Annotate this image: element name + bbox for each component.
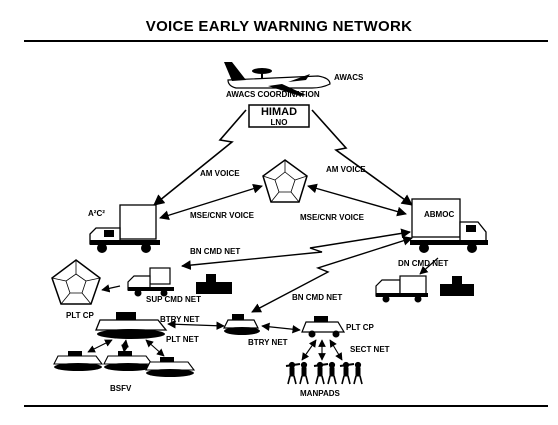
- bsfv-vehicle-icon-1: [53, 351, 104, 371]
- awacs-coordination-label: AWACS COORDINATION: [226, 90, 320, 99]
- plt-net-link-2: [121, 339, 129, 353]
- am-voice-link-left: [153, 109, 247, 206]
- plt-net-label: PLT NET: [166, 335, 199, 344]
- diagram-title: VOICE EARLY WARNING NETWORK: [145, 18, 413, 35]
- soldier-icon-3: [313, 361, 329, 385]
- support-truck-icon: [127, 267, 232, 297]
- sect-net-label: SECT NET: [350, 345, 390, 354]
- manpads-label: MANPADS: [300, 389, 341, 398]
- lno-label: LNO: [271, 118, 288, 127]
- bn-cmd-net-link-mid: [251, 236, 413, 313]
- dn-cmd-net-label: DN CMD NET: [398, 259, 448, 268]
- awacs-label: AWACS: [334, 73, 364, 82]
- plt-net-link-1: [87, 339, 113, 353]
- dn-cmd-net-link: [419, 257, 439, 275]
- plt-net-link-3: [145, 339, 165, 357]
- soldier-icon-group: [285, 361, 363, 385]
- btry-net-right-link: [261, 322, 301, 334]
- btry-net-center-label: BTRY NET: [248, 338, 288, 347]
- mse-cnr-link-left: [159, 183, 263, 221]
- plt-cp-left-label: PLT CP: [66, 311, 95, 320]
- abmoc-truck-icon: [410, 198, 488, 253]
- plt-cp-right-vehicle-icon: [301, 316, 346, 338]
- am-voice-link-right: [311, 109, 413, 206]
- abmoc-label: ABMOC: [424, 210, 454, 219]
- bn-cmd-net-top-label: BN CMD NET: [190, 247, 240, 256]
- himad-lno-box: [248, 104, 310, 128]
- am-voice-right-label: AM VOICE: [326, 165, 366, 174]
- top-rule: [24, 40, 548, 42]
- sect-net-link-3: [329, 339, 343, 361]
- plt-cp-left-vehicle-icon: [95, 312, 168, 339]
- bottom-rule: [24, 405, 548, 407]
- soldier-icon-5: [339, 361, 355, 385]
- mse-cnr-right-label: MSE/CNR VOICE: [300, 213, 365, 222]
- mse-cnr-link-right: [307, 183, 407, 217]
- himad-label: HIMAD: [261, 106, 297, 118]
- am-voice-left-label: AM VOICE: [200, 169, 240, 178]
- soldier-icon-6: [353, 361, 363, 385]
- pentagon-icon-left: [51, 259, 101, 305]
- pentagon-icon-center: [262, 159, 308, 203]
- bsfv-vehicle-icon-3: [145, 357, 196, 377]
- btry-net-left-link: [167, 320, 225, 330]
- btry-net-left-label: BTRY NET: [160, 315, 200, 324]
- awacs-aircraft-icon: [224, 62, 331, 96]
- battery-vehicle-icon: [223, 314, 260, 335]
- soldier-icon-4: [327, 361, 337, 385]
- bn-cmd-net-mid-label: BN CMD NET: [292, 293, 342, 302]
- soldier-icon-1: [285, 361, 301, 385]
- plt-cp-right-label: PLT CP: [346, 323, 375, 332]
- mse-cnr-left-label: MSE/CNR VOICE: [190, 211, 255, 220]
- a2c2-truck-icon: [89, 204, 160, 253]
- bsfv-vehicle-icon-2: [103, 351, 154, 371]
- right-truck-icon: [375, 275, 474, 303]
- sup-cmd-net-link: [101, 284, 121, 293]
- a2c2-label: A²C²: [88, 209, 105, 218]
- sup-cmd-net-label: SUP CMD NET: [146, 295, 201, 304]
- bsfv-label: BSFV: [110, 384, 132, 393]
- sect-net-link-1: [301, 339, 317, 361]
- soldier-icon-2: [299, 361, 309, 385]
